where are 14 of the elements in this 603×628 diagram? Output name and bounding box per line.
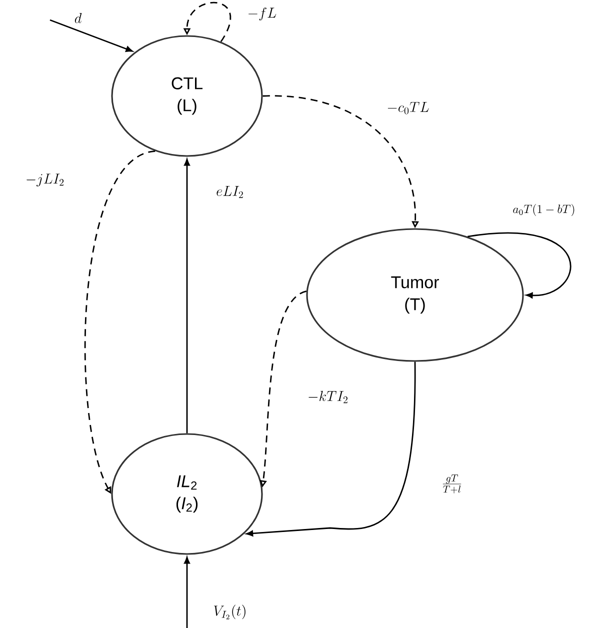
arrow — [468, 232, 572, 298]
arrow — [246, 362, 416, 536]
arrow — [184, 556, 190, 628]
edge-label: $eLI_2$ — [215, 185, 245, 199]
edge-label: $d$ — [73, 12, 83, 24]
arrow — [50, 19, 133, 52]
edge-label: $-c_0TL$ — [386, 101, 430, 115]
edge-label: $-fL$ — [246, 6, 278, 22]
edge-label: $-jLI_2$ — [24, 172, 66, 188]
edge-label: $-kTI_2$ — [306, 390, 350, 404]
edge-label: $a_0T(1-bT)$ — [512, 203, 576, 217]
edge-label: $\frac{gT}{T+l}$ — [440, 474, 464, 494]
arrow — [184, 158, 190, 434]
edge-label: $V_{I_2}(t)$ — [212, 604, 248, 620]
